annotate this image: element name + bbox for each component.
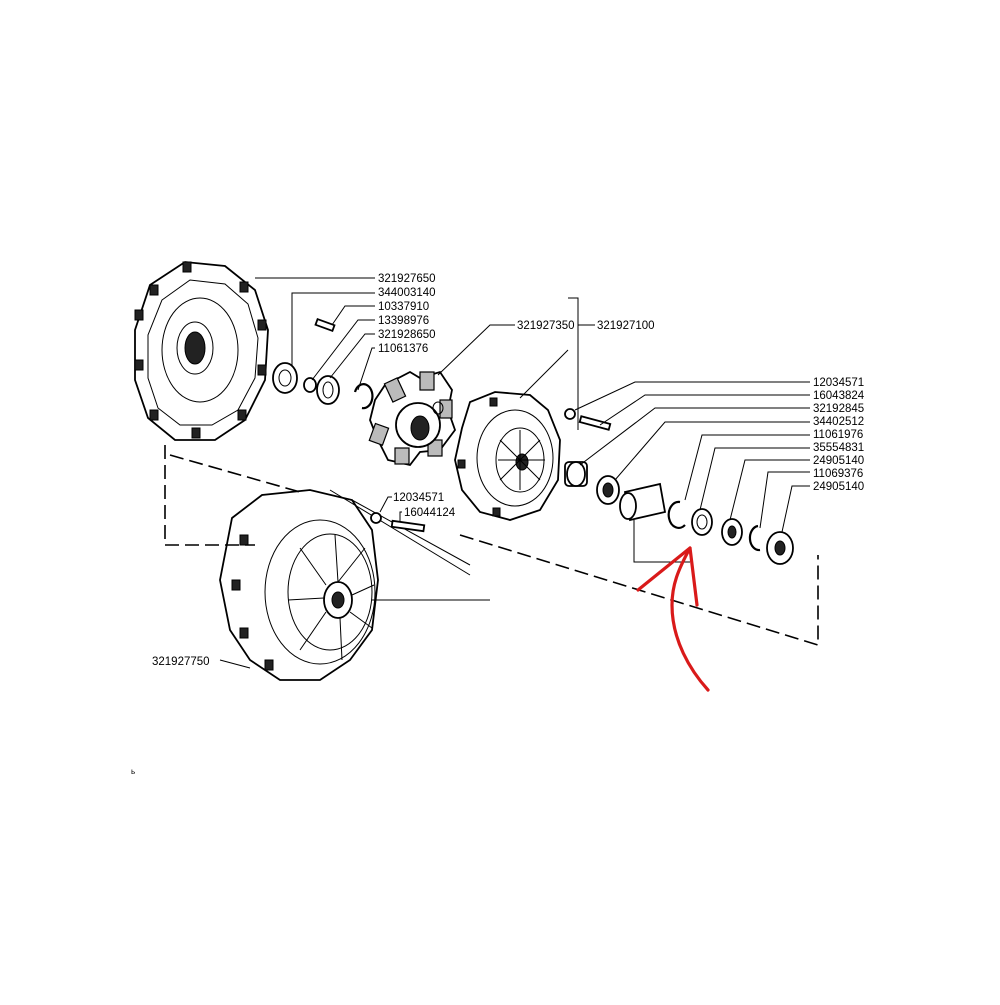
snap-ring-right-1[interactable] [667,500,686,529]
sleeve-right[interactable] [619,482,667,522]
snap-ring-left[interactable] [353,383,374,410]
label-bolt-r1: 16043824 [813,390,865,402]
label-nut-lower: 12034571 [393,492,444,504]
bearing-left[interactable] [272,362,298,394]
corner-mark: ь [131,767,135,776]
label-bolt-nut-r1: 12034571 [813,377,864,389]
highlight-arrow [636,546,710,692]
washer-right-2[interactable] [721,518,743,546]
label-snap-ring-r1: 11061976 [813,429,863,441]
label-bearing-r1: 34402512 [813,416,864,428]
pin-part[interactable] [314,317,336,333]
label-washer-r2: 24905140 [813,481,864,493]
label-bearing-a: 344003140 [378,287,436,299]
bearing-right-2[interactable] [766,531,794,565]
label-snap-ring-a: 11061376 [378,343,428,355]
label-clutch-assembly: 321927100 [597,320,655,332]
flywheel-housing[interactable] [134,261,269,441]
bushing-left[interactable] [316,375,340,405]
label-seal-a: 13398976 [378,315,429,327]
part-labels: 321927650 344003140 10337910 13398976 32… [131,273,865,776]
label-bolt-lower: 16044124 [404,507,456,519]
label-snap-ring-r2: 11069376 [813,468,863,480]
seal-left[interactable] [303,377,317,393]
label-collar-r: 32192845 [813,403,864,415]
bolt-lower[interactable] [390,519,426,533]
washer-right-1[interactable] [691,508,713,536]
clutch-disc[interactable] [368,370,457,467]
label-bushing-a: 321928650 [378,329,436,341]
bolt-right[interactable] [564,408,612,431]
label-pressure-plate: 321927750 [152,656,210,668]
pressure-plate[interactable] [219,489,490,681]
nut-lower[interactable] [370,512,382,524]
label-pin: 10337910 [378,301,429,313]
label-clutch-disc: 321927350 [517,320,575,332]
collar-right[interactable] [564,461,588,487]
label-flywheel-housing: 321927650 [378,273,436,285]
label-washer-r1: 24905140 [813,455,864,467]
clutch-assembly[interactable] [454,391,561,521]
leader-lines [219,277,810,669]
bearing-right-1[interactable] [596,475,620,505]
snap-ring-right-2[interactable] [748,524,761,552]
label-sleeve-r: 35554831 [813,442,864,454]
